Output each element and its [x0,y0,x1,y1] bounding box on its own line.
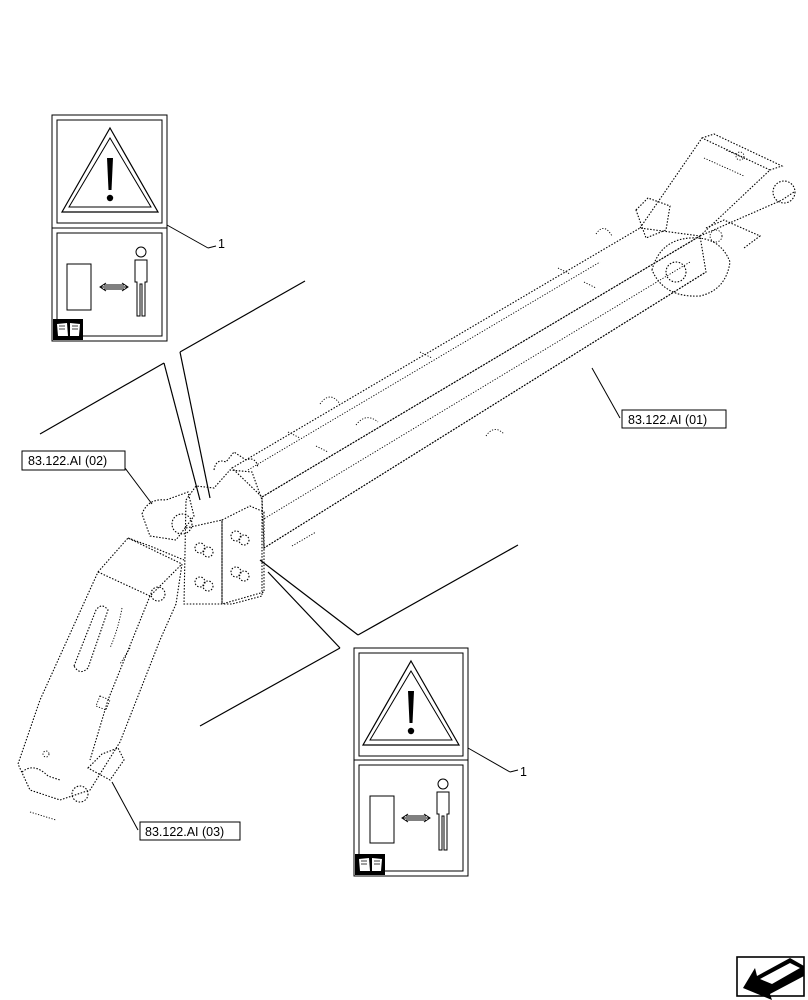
reference-label-01[interactable]: 83.122.AI (01) [591,367,727,429]
decal-bottom [353,647,469,877]
decal-top-leader: 1 [166,224,225,251]
warning-triangle-icon [60,126,160,213]
reference-text-03[interactable]: 83.122.AI (03) [145,825,224,839]
view-lines [39,280,519,727]
reference-text-02[interactable]: 83.122.AI (02) [28,454,107,468]
reference-label-03[interactable]: 83.122.AI (03) [111,781,241,841]
machine-outline-icon [369,795,395,844]
double-arrow-icon [401,813,431,823]
reference-label-02[interactable]: 83.122.AI (02) [21,450,153,505]
person-icon [134,246,148,317]
person-icon [436,778,450,851]
arm-assembly [17,133,796,821]
double-arrow-icon [99,282,129,292]
navigation-arrow-icon[interactable] [736,956,805,1000]
reference-text-01[interactable]: 83.122.AI (01) [628,413,707,427]
manual-book-icon [355,854,385,875]
machine-outline-icon [66,263,92,311]
manual-book-icon [53,319,83,340]
decal-top [51,114,168,342]
warning-triangle-icon [361,659,461,746]
item-number-bottom: 1 [520,765,527,779]
decal-bottom-leader: 1 [467,747,527,779]
item-number-top: 1 [218,237,225,251]
